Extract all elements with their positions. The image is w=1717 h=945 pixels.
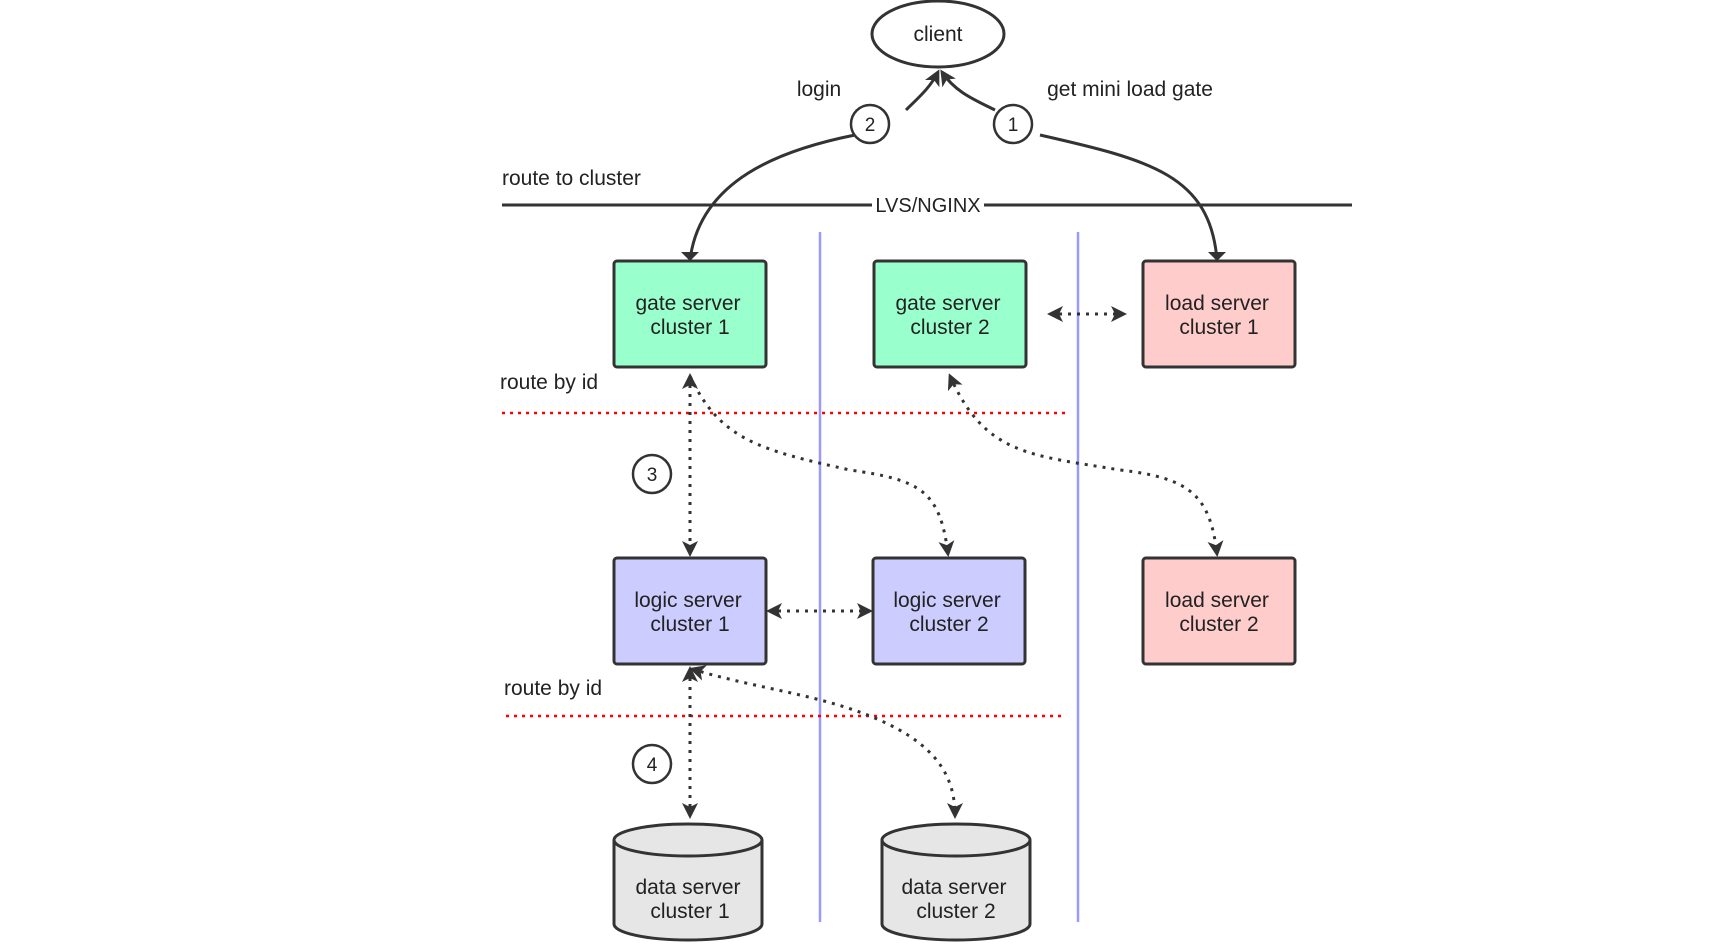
login-edge-head xyxy=(681,252,699,261)
load1-line2: cluster 1 xyxy=(1179,316,1258,339)
gate2-line2: cluster 2 xyxy=(910,316,989,339)
step-1-label: 1 xyxy=(1008,115,1019,136)
load2-line1: load server xyxy=(1165,589,1269,612)
gate1-line2: cluster 1 xyxy=(650,316,729,339)
data2-line2: cluster 2 xyxy=(916,900,995,923)
logic-server-cluster-2: logic server cluster 2 xyxy=(871,556,1027,666)
load-server-cluster-2: load server cluster 2 xyxy=(1141,556,1297,666)
login-edge xyxy=(688,133,856,261)
load2-line2: cluster 2 xyxy=(1179,613,1258,636)
client-node xyxy=(870,0,1006,69)
bus-label: LVS/NGINX xyxy=(875,195,980,217)
load1-line1: load server xyxy=(1165,292,1269,315)
data-server-cluster-1: data server cluster 1 xyxy=(612,822,764,942)
client-label: client xyxy=(913,23,962,46)
mini-load-edge-head xyxy=(1208,252,1226,261)
data2-line1: data server xyxy=(901,876,1006,899)
logic-server-cluster-1: logic server cluster 1 xyxy=(612,556,768,666)
data1-line2: cluster 1 xyxy=(650,900,729,923)
gate2-load2-link xyxy=(947,373,1224,557)
get-mini-load-gate-label: get mini load gate xyxy=(1047,78,1213,101)
step-4-label: 4 xyxy=(647,755,658,776)
route-to-cluster-label: route to cluster xyxy=(502,167,641,190)
gate2-line1: gate server xyxy=(895,292,1000,315)
logic2-line2: cluster 2 xyxy=(909,613,988,636)
mini-load-edge xyxy=(1039,133,1219,261)
step-2-label: 2 xyxy=(865,115,876,136)
load-server-cluster-1: load server cluster 1 xyxy=(1141,259,1297,369)
logic2-line1: logic server xyxy=(893,589,1000,612)
gate-server-cluster-2: gate server cluster 2 xyxy=(872,259,1028,369)
login-label: login xyxy=(797,78,841,101)
step-3-label: 3 xyxy=(647,465,658,486)
logic1-line1: logic server xyxy=(634,589,741,612)
mini-load-edge-upper xyxy=(940,69,996,112)
data-server-cluster-2: data server cluster 2 xyxy=(880,822,1032,942)
gate1-line1: gate server xyxy=(635,292,740,315)
route-by-id-label-1: route by id xyxy=(500,371,598,394)
gate1-logic2-link xyxy=(688,375,955,557)
step-2-badge xyxy=(849,103,891,145)
login-edge-upper xyxy=(904,69,940,112)
gate-server-cluster-1: gate server cluster 1 xyxy=(612,259,768,369)
logic1-line2: cluster 1 xyxy=(650,613,729,636)
logic1-data2-link xyxy=(689,665,963,819)
step-3-badge xyxy=(631,453,673,495)
route-by-id-label-2: route by id xyxy=(504,677,602,700)
step-4-badge xyxy=(631,743,673,785)
data1-line1: data server xyxy=(635,876,740,899)
step-1-badge xyxy=(992,103,1034,145)
